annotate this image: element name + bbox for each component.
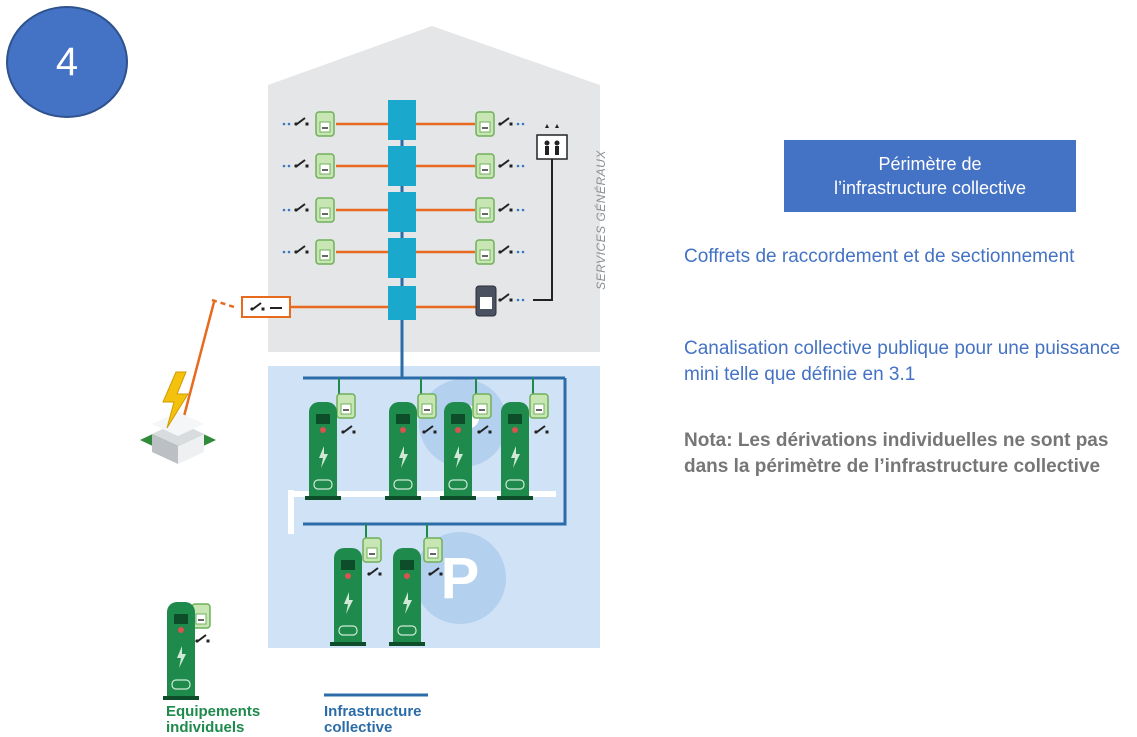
legend-collective-label: Infrastructure collective: [324, 703, 422, 736]
left-meters: [282, 111, 335, 265]
tap-boxes: [388, 100, 416, 320]
substation-icon: [140, 412, 216, 464]
services-generaux-label: SERVICES GÉNÉRAUX: [594, 150, 608, 290]
perimeter-title: Périmètre de l’infrastructure collective: [833, 154, 1027, 198]
services-meter: [475, 285, 525, 317]
legend-individual-icon: [162, 601, 211, 701]
perimeter-title-box: Périmètre de l’infrastructure collective: [784, 140, 1076, 212]
main-switch-box: [241, 296, 291, 318]
elevator-icon: [533, 124, 568, 301]
parking-divider: [288, 490, 294, 534]
lightning-icon: [162, 371, 189, 429]
building-shape: [268, 26, 600, 352]
legend-individual-label: Equipements individuels: [166, 703, 261, 736]
step-number-badge: 4: [6, 6, 128, 118]
svg-text:P: P: [441, 546, 480, 611]
nota-text: Nota: Les dérivations individuelles ne s…: [684, 430, 1109, 477]
step-number: 4: [55, 39, 79, 84]
right-meters: [475, 111, 525, 317]
item-coffrets: Coffrets de raccordement et de sectionne…: [684, 246, 1075, 267]
collective-distribution: [303, 376, 567, 526]
item-canalisation: Canalisation collective publique pour un…: [684, 338, 1121, 385]
